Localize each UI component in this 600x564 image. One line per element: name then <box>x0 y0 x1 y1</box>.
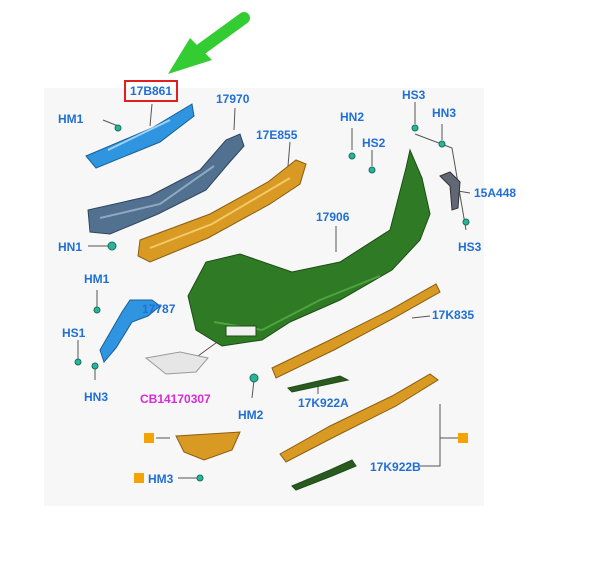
marker-square-icon <box>134 473 144 483</box>
part-label-17K922B[interactable]: 17K922B <box>370 460 421 474</box>
part-17K835-shape <box>271 283 441 379</box>
fastener-label-hn3-left[interactable]: HN3 <box>84 390 109 404</box>
part-label-15A448[interactable]: 15A448 <box>474 186 517 200</box>
part-17970-shape <box>87 133 245 235</box>
fastener-label-hm1-top[interactable]: HM1 <box>58 112 84 126</box>
part-label-17906[interactable]: 17906 <box>316 210 350 224</box>
marker-square-icon <box>458 433 468 443</box>
part-CB14170307-shape <box>144 351 209 375</box>
part-17K922A-shape <box>287 375 350 393</box>
part-label-17K922A[interactable]: 17K922A <box>298 396 349 410</box>
part-17787-shape <box>99 299 161 363</box>
part-15A448-shape <box>439 171 461 211</box>
pointer-arrow-icon <box>168 12 250 74</box>
part-label-17E855[interactable]: 17E855 <box>256 128 298 142</box>
part-lower-left-shape <box>175 431 241 461</box>
fastener-label-hm1-left[interactable]: HM1 <box>84 272 110 286</box>
part-label-CB14170307[interactable]: CB14170307 <box>140 392 211 406</box>
part-17K922B-orange-shape <box>279 373 439 463</box>
part-label-17K835[interactable]: 17K835 <box>432 308 475 322</box>
part-17B861-shape <box>85 103 195 169</box>
part-label-17B861[interactable]: 17B861 <box>129 84 173 98</box>
part-label-17787[interactable]: 17787 <box>142 302 176 316</box>
fastener-label-hs3-right[interactable]: HS3 <box>458 240 482 254</box>
fastener-label-hs3-top[interactable]: HS3 <box>402 88 426 102</box>
fastener-label-hs2[interactable]: HS2 <box>362 136 386 150</box>
marker-square-icon <box>144 433 154 443</box>
part-17K922B-shape <box>291 459 357 491</box>
fastener-label-hn1[interactable]: HN1 <box>58 240 83 254</box>
fastener-label-hm2[interactable]: HM2 <box>238 408 264 422</box>
part-label-17970[interactable]: 17970 <box>216 92 250 106</box>
fastener-label-hs1[interactable]: HS1 <box>62 326 86 340</box>
fastener-label-hn3-top[interactable]: HN3 <box>432 106 457 120</box>
part-17906-shape <box>187 148 431 347</box>
fasteners <box>74 124 470 482</box>
fastener-label-hm3[interactable]: HM3 <box>148 472 174 486</box>
highlighted-part-callout[interactable]: 17B861 <box>124 80 178 102</box>
fastener-label-hn2[interactable]: HN2 <box>340 110 365 124</box>
